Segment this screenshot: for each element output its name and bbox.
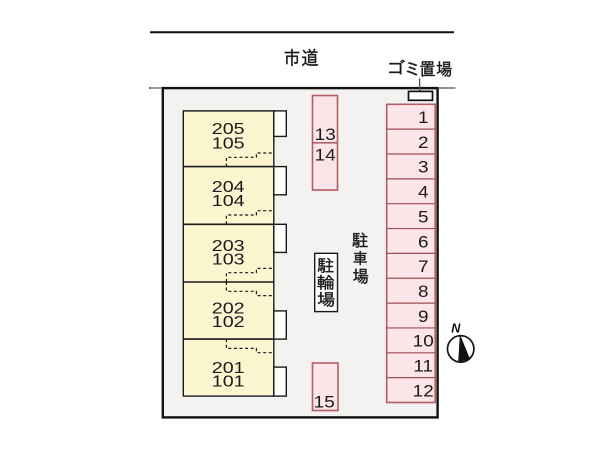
svg-text:2: 2 xyxy=(418,133,429,152)
svg-text:204: 204 xyxy=(212,178,245,196)
svg-text:201: 201 xyxy=(212,359,245,377)
svg-text:102: 102 xyxy=(212,313,245,331)
svg-text:N: N xyxy=(451,322,461,336)
svg-text:8: 8 xyxy=(418,282,429,301)
svg-text:101: 101 xyxy=(212,373,245,391)
svg-text:11: 11 xyxy=(413,356,433,375)
svg-text:203: 203 xyxy=(212,237,245,255)
svg-text:4: 4 xyxy=(418,182,429,201)
svg-text:15: 15 xyxy=(314,393,335,412)
svg-text:202: 202 xyxy=(212,300,245,318)
svg-text:7: 7 xyxy=(418,257,429,276)
svg-text:104: 104 xyxy=(212,192,245,210)
svg-text:3: 3 xyxy=(418,158,429,177)
svg-text:10: 10 xyxy=(413,332,434,351)
svg-text:5: 5 xyxy=(418,207,429,226)
svg-text:13: 13 xyxy=(315,125,336,144)
svg-text:14: 14 xyxy=(315,145,336,164)
svg-text:105: 105 xyxy=(212,135,245,153)
svg-text:205: 205 xyxy=(212,120,245,138)
svg-text:9: 9 xyxy=(418,307,429,326)
svg-text:12: 12 xyxy=(413,381,434,400)
svg-text:103: 103 xyxy=(212,250,245,268)
svg-text:6: 6 xyxy=(418,232,429,251)
svg-text:1: 1 xyxy=(418,108,429,127)
